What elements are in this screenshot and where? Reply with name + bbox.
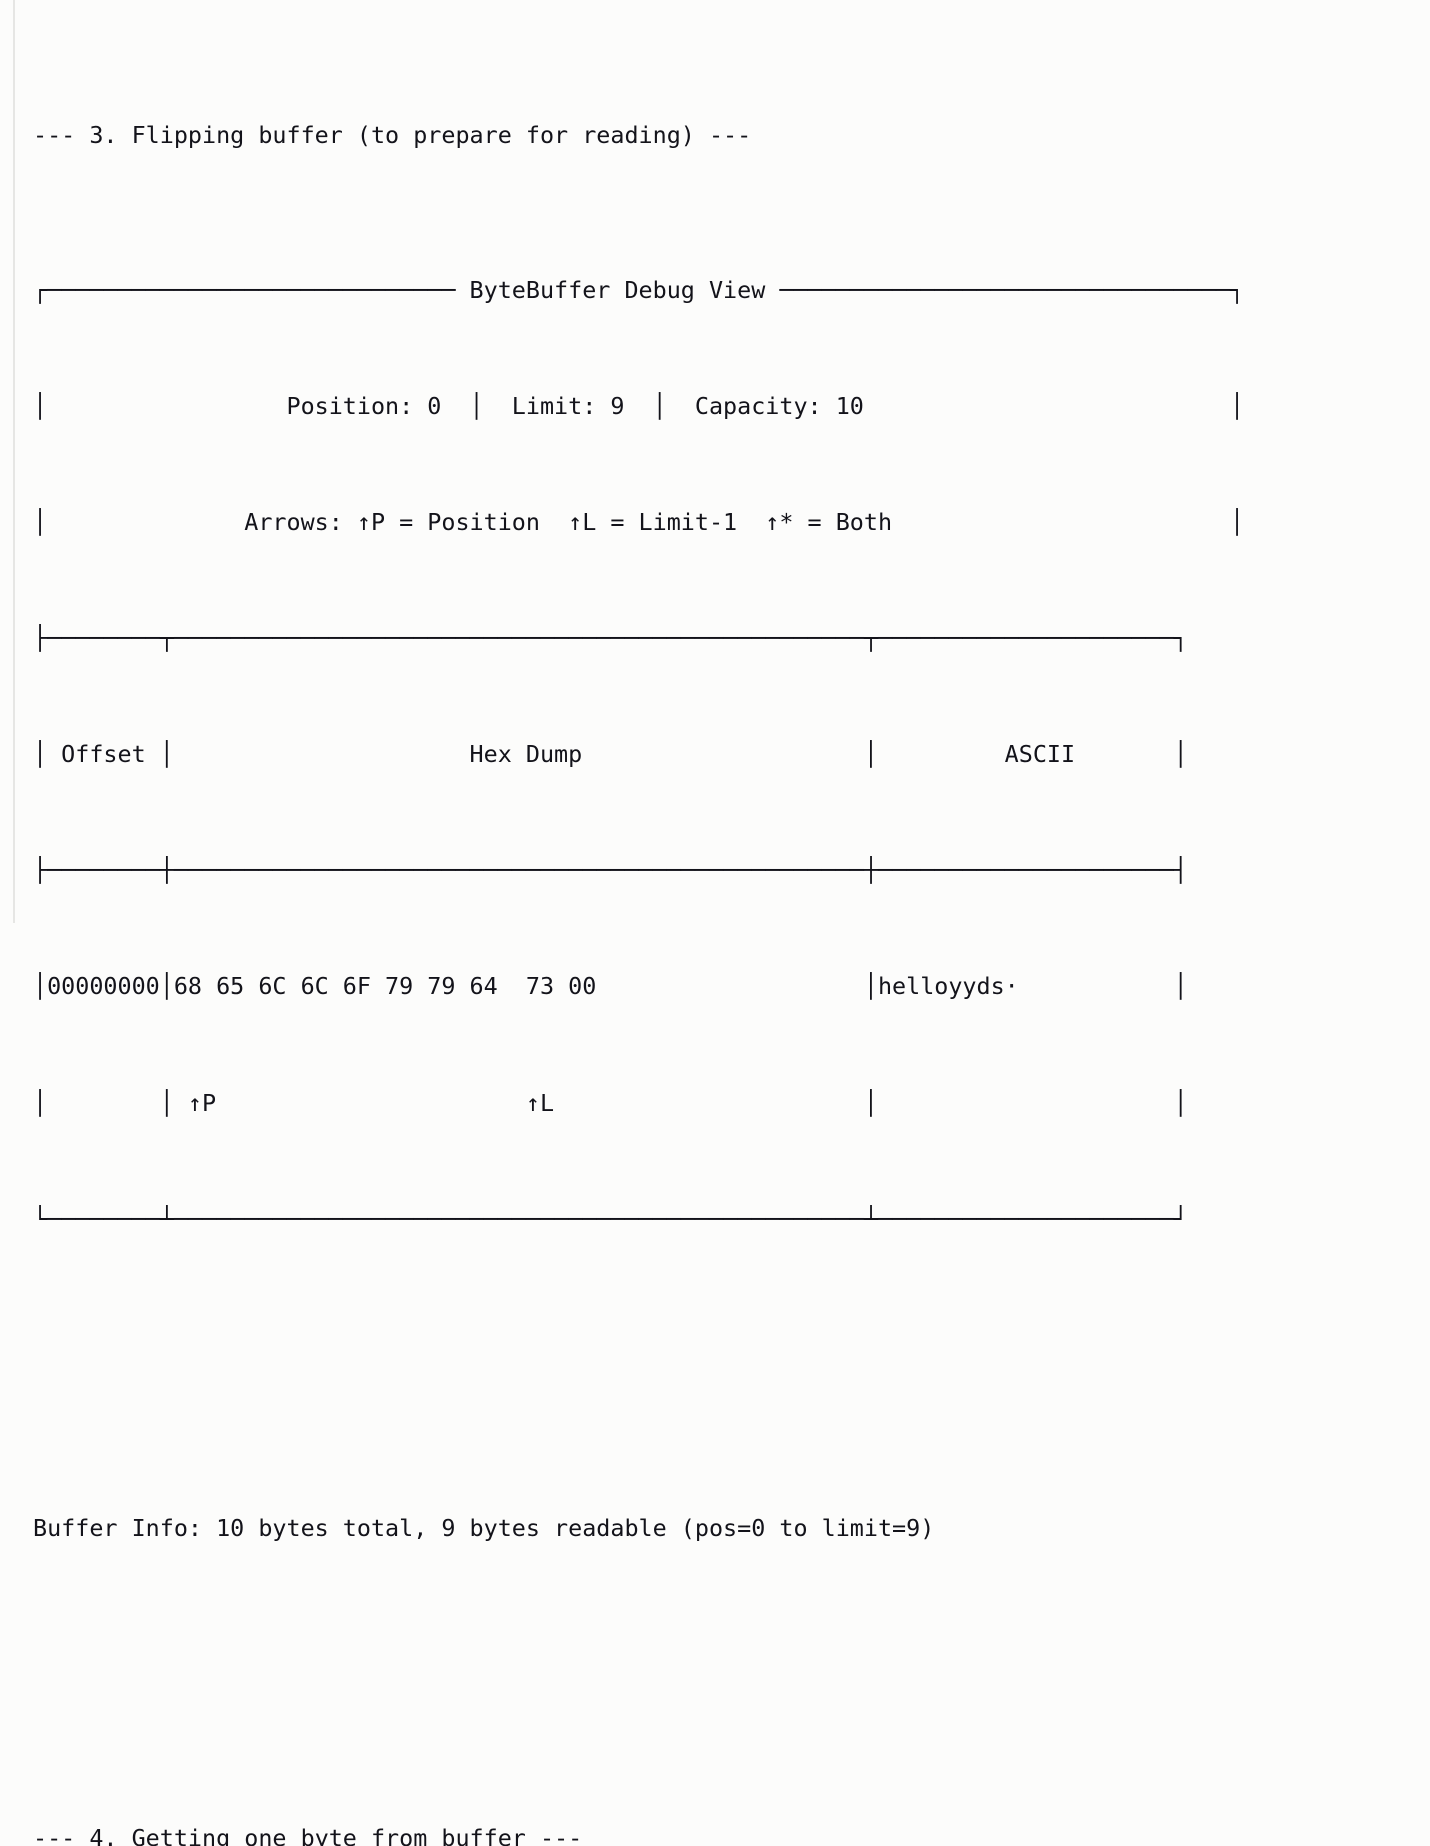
console-output: --- 3. Flipping buffer (to prepare for r…: [33, 0, 1244, 1846]
panel-1-top-border: ┌───────────────────────────── ByteBuffe…: [33, 275, 1245, 304]
spacer-1: [33, 1354, 1244, 1393]
panel-1-bottom-border: └────────┴──────────────────────────────…: [33, 1204, 1188, 1233]
panel-1-arrows-legend: │ Arrows: ↑P = Position ↑L = Limit-1 ↑* …: [33, 508, 1245, 537]
panel-1-info-line: │ Position: 0 │ Limit: 9 │ Capacity: 10 …: [33, 392, 1245, 420]
spacer-2: [33, 1664, 1244, 1703]
section-3-heading: --- 3. Flipping buffer (to prepare for r…: [33, 121, 752, 150]
panel-1-separator-mid: ├────────┼──────────────────────────────…: [33, 856, 1188, 885]
panel-1-separator-top: ├────────┬──────────────────────────────…: [33, 624, 1188, 653]
panel-1-header-row: │ Offset │ Hex Dump │ ASCII │: [33, 740, 1188, 769]
panel-1-arrow-row: │ │ ↑P ↑L │ │: [33, 1088, 1188, 1117]
section-4-heading: --- 4. Getting one byte from buffer ---: [33, 1823, 583, 1846]
left-gutter-rule: [13, 0, 15, 923]
buffer-info-line: Buffer Info: 10 bytes total, 9 bytes rea…: [33, 1514, 935, 1543]
panel-1-data-row: │00000000│68 65 6C 6C 6F 79 79 64 73 00 …: [33, 972, 1188, 1001]
